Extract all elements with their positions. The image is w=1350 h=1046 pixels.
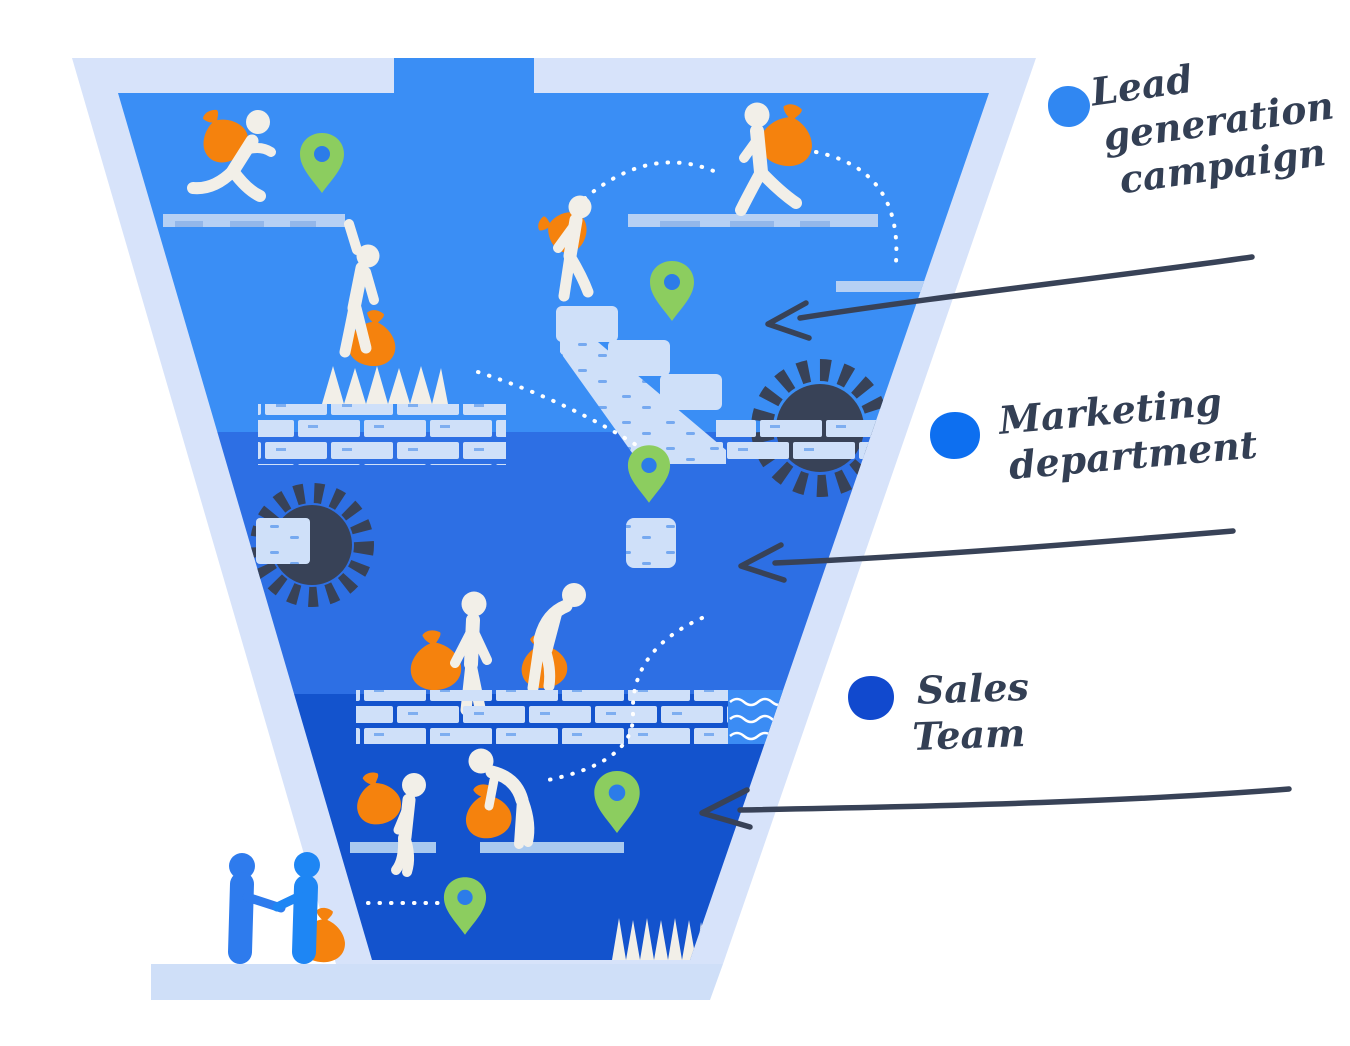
picking-figure bbox=[468, 748, 535, 849]
blue-person-left bbox=[228, 853, 286, 964]
brick-wall-middle bbox=[356, 690, 728, 744]
stairs-steps bbox=[556, 306, 722, 410]
marketing-dot bbox=[930, 412, 980, 459]
label-sales: Sales Team bbox=[910, 664, 1031, 759]
blue-person-right bbox=[272, 852, 320, 964]
funnel-base-bar bbox=[151, 964, 723, 1000]
dashed-path-arc1 bbox=[574, 160, 718, 208]
dashed-path-arc4 bbox=[546, 616, 704, 782]
arrow-marketing bbox=[738, 528, 1236, 583]
walking-figure bbox=[735, 102, 802, 216]
arrow-sales bbox=[699, 786, 1292, 830]
platform-left bbox=[163, 214, 345, 227]
sales-dot bbox=[848, 676, 894, 720]
platform-right bbox=[628, 214, 878, 227]
label-line: Team bbox=[911, 709, 1027, 759]
stair-descending-figure bbox=[553, 195, 594, 302]
runner-figure bbox=[187, 110, 276, 202]
label-line: Sales bbox=[915, 663, 1030, 713]
lead-generation-dot bbox=[1048, 86, 1090, 127]
funnel-top-opening bbox=[394, 58, 534, 94]
brick-block-left bbox=[256, 518, 310, 564]
ledge-right bbox=[480, 842, 624, 853]
hanging-figure bbox=[339, 219, 380, 358]
ledge-left bbox=[350, 842, 436, 853]
stairs-slope bbox=[560, 310, 726, 464]
spike-strip-wall bbox=[322, 366, 448, 404]
arrow-lead-generation bbox=[765, 254, 1255, 341]
sitting-figure bbox=[391, 773, 426, 877]
brick-wall-right bbox=[716, 418, 876, 464]
bending-figure bbox=[527, 583, 586, 694]
brick-wall-left bbox=[258, 404, 506, 465]
spike-strip-bottom bbox=[612, 918, 708, 960]
dashed-path-arc3 bbox=[476, 370, 646, 452]
floating-brick-block bbox=[626, 518, 676, 568]
platform-far-right bbox=[836, 281, 928, 292]
